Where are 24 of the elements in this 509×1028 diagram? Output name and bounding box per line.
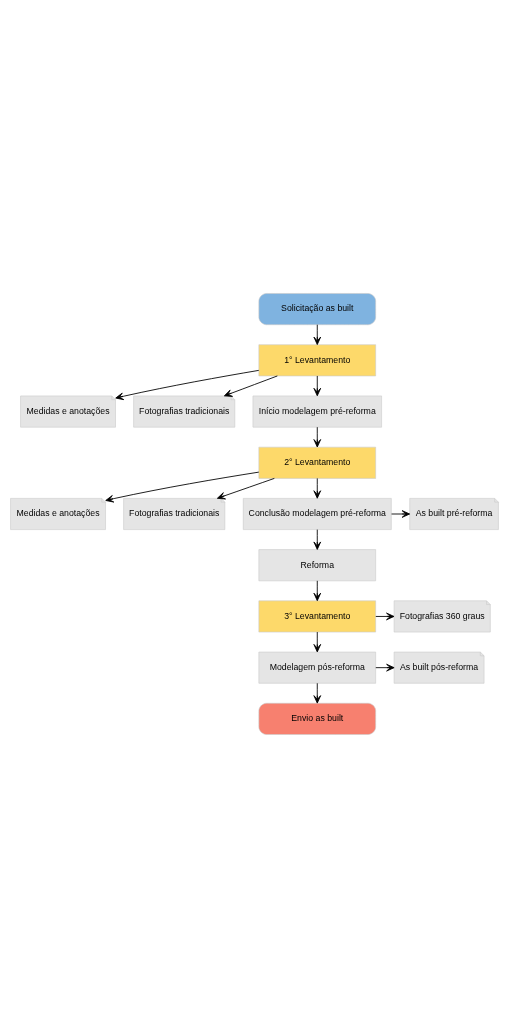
node-box: 3° Levantamento <box>258 600 376 633</box>
arrow <box>313 580 322 602</box>
node-box: 2° Levantamento <box>258 446 376 479</box>
arrow <box>313 529 322 550</box>
node-box: Início modelagem pré-reforma <box>252 395 382 428</box>
arrow <box>223 375 278 397</box>
node-box: Reforma <box>258 549 376 582</box>
arrow <box>391 510 411 518</box>
arrow <box>375 612 395 621</box>
arrow <box>313 324 322 345</box>
arrow <box>313 375 322 397</box>
node-box: Solicitação as built <box>258 293 376 326</box>
arrow <box>115 369 260 401</box>
node-box: 1° Levantamento <box>258 344 376 377</box>
arrow <box>313 477 322 499</box>
arrow <box>105 471 260 503</box>
arrow <box>313 631 322 653</box>
arrow <box>313 426 322 448</box>
node-box: Modelagem pós-reforma <box>258 651 376 684</box>
arrow <box>313 682 322 704</box>
node-box: Conclusão modelagem pré-reforma <box>242 498 392 530</box>
arrow <box>375 663 395 672</box>
arrow <box>216 477 275 500</box>
node-box: Envio as built <box>258 702 376 735</box>
